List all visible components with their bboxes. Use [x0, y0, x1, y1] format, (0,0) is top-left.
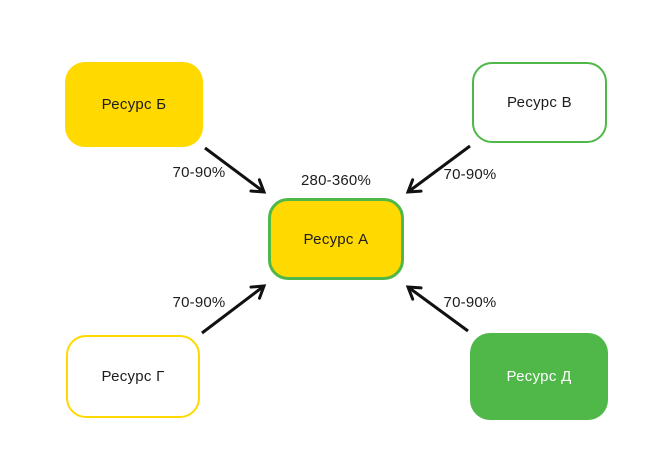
- edge-label-bottom-right: 70-90%: [443, 294, 497, 311]
- node-resource-v: Ресурс В: [472, 62, 607, 143]
- node-resource-a-label: Ресурс А: [303, 230, 369, 248]
- center-total-label: 280-360%: [301, 172, 371, 189]
- edge-label-top-right: 70-90%: [443, 166, 497, 183]
- node-resource-d: Ресурс Д: [470, 333, 608, 420]
- node-resource-g: Ресурс Г: [66, 335, 200, 418]
- edge-label-bottom-left: 70-90%: [172, 294, 226, 311]
- node-resource-a-center: Ресурс А: [268, 198, 404, 280]
- node-resource-b-label: Ресурс Б: [101, 96, 167, 113]
- node-resource-v-label: Ресурс В: [507, 94, 572, 111]
- edge-label-top-left: 70-90%: [172, 164, 226, 181]
- node-resource-d-label: Ресурс Д: [506, 368, 572, 385]
- node-resource-g-label: Ресурс Г: [101, 368, 165, 385]
- node-resource-b: Ресурс Б: [65, 62, 203, 147]
